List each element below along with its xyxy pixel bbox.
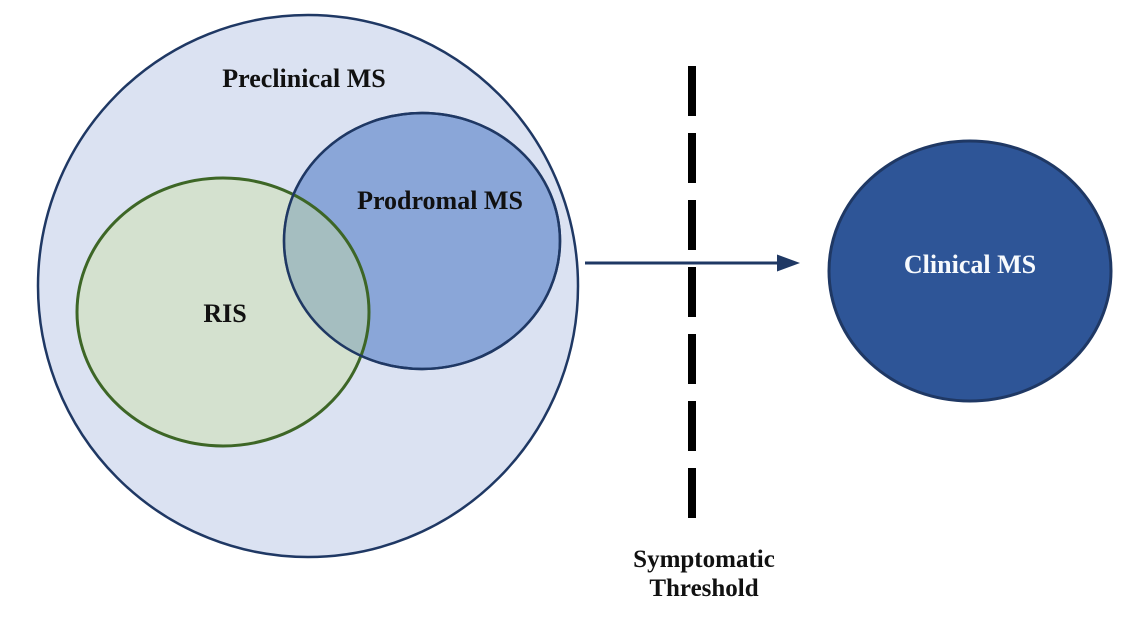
clinical-ms-label: Clinical MS <box>904 250 1036 279</box>
progression-arrow-head-icon <box>777 254 800 272</box>
ris-circle <box>75 176 371 448</box>
prodromal-ms-outline <box>282 111 562 371</box>
symptomatic-threshold-label-line2: Threshold <box>649 575 758 602</box>
ris-label: RIS <box>203 299 246 328</box>
clinical-ms-circle <box>827 139 1113 403</box>
prodromal-ms-label: Prodromal MS <box>357 186 523 215</box>
preclinical-ms-label: Preclinical MS <box>222 64 385 93</box>
symptomatic-threshold-label-line1: Symptomatic <box>633 546 775 573</box>
